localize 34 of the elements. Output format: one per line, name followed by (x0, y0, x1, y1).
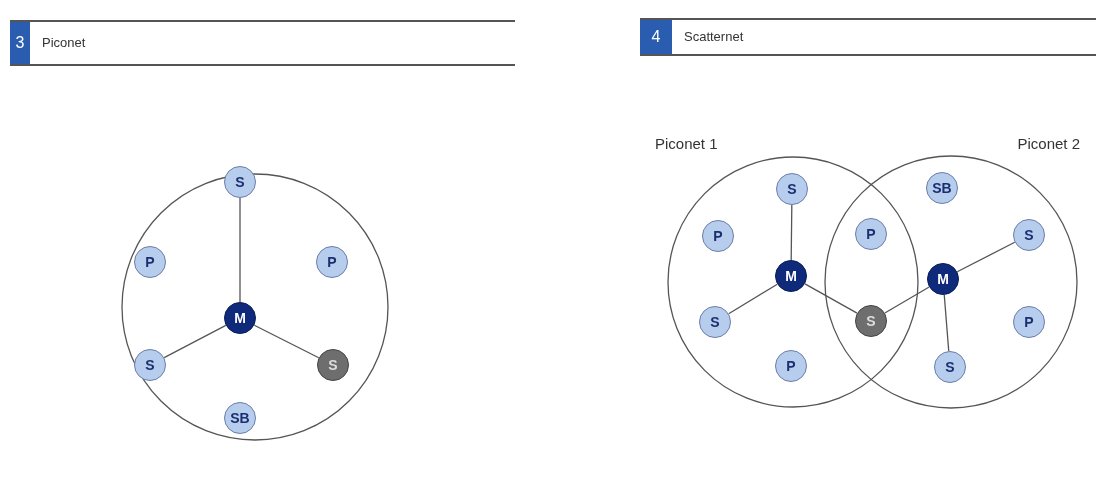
section-title: Scatternet (684, 29, 744, 44)
device-node: SB (224, 402, 256, 434)
bridge-node: S (317, 349, 349, 381)
device-node: P (855, 218, 887, 250)
connection-line (163, 324, 227, 359)
device-node: P (775, 350, 807, 382)
device-node: P (702, 220, 734, 252)
section-number: 3 (10, 22, 30, 64)
master-node: M (775, 260, 807, 292)
section-title: Piconet (42, 35, 86, 50)
connection-line (956, 241, 1016, 273)
device-node: S (224, 166, 256, 198)
connection-line (253, 324, 320, 359)
device-node: S (699, 306, 731, 338)
bridge-node: S (855, 305, 887, 337)
device-node: S (776, 173, 808, 205)
device-node: S (134, 349, 166, 381)
connection-line (804, 283, 858, 314)
connection-line (884, 286, 930, 314)
device-node: SB (926, 172, 958, 204)
connection-line (239, 197, 241, 303)
section-number: 4 (640, 20, 672, 54)
device-node: P (1013, 306, 1045, 338)
network-label: Piconet 1 (655, 135, 718, 152)
connection-line (943, 294, 950, 352)
master-node: M (927, 263, 959, 295)
connection-line (728, 283, 778, 315)
device-node: S (1013, 219, 1045, 251)
connection-line (790, 204, 793, 261)
device-node: S (934, 351, 966, 383)
master-node: M (224, 302, 256, 334)
network-label: Piconet 2 (1017, 135, 1080, 152)
device-node: P (134, 246, 166, 278)
device-node: P (316, 246, 348, 278)
